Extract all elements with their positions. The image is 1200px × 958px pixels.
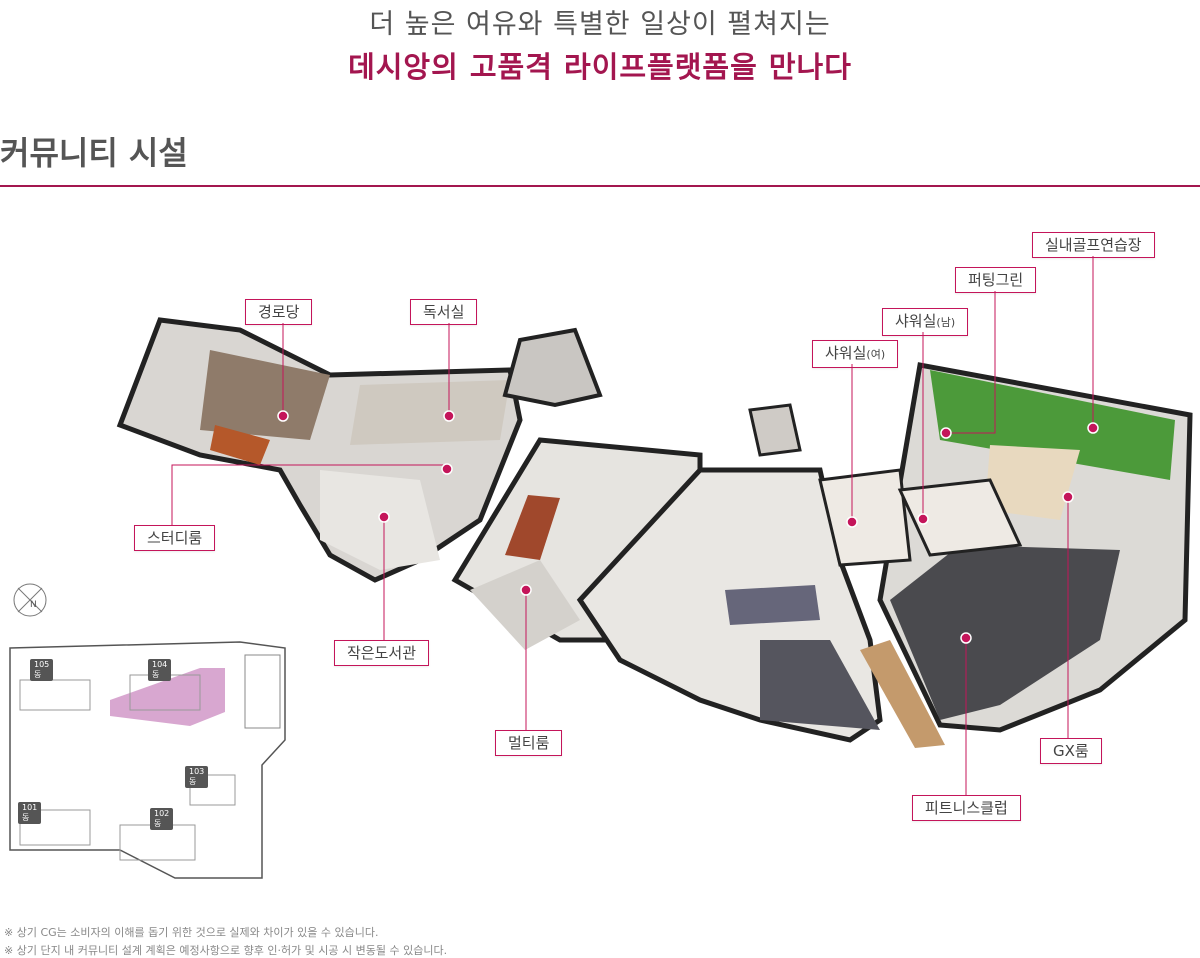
- label-shower-male-note: (남): [936, 316, 956, 329]
- disclaimer-2: ※ 상기 단지 내 커뮤니티 설계 계획은 예정사항으로 향후 인·허가 및 시…: [4, 944, 448, 957]
- label-indoor-golf: 실내골프연습장: [1032, 232, 1155, 258]
- building-tag-104: 104동: [148, 659, 172, 681]
- label-shower-female-text: 샤워실: [825, 344, 867, 362]
- compass-icon: [13, 583, 47, 617]
- label-putting-green: 퍼팅그린: [955, 267, 1037, 293]
- building-tag-101: 101동: [18, 802, 42, 824]
- building-tag-102: 102동: [150, 808, 174, 830]
- label-shower-female: 샤워실(여): [812, 340, 899, 368]
- label-small-library: 작은도서관: [334, 640, 430, 666]
- label-multi-room: 멀티룸: [495, 730, 563, 756]
- section-divider: [0, 185, 1200, 187]
- headline-line2: 데시앙의 고품격 라이프플랫폼을 만나다: [348, 50, 852, 84]
- building-tag-103: 103동: [185, 766, 209, 788]
- label-fitness-club: 피트니스클럽: [912, 795, 1021, 821]
- headline-line1: 더 높은 여유와 특별한 일상이 펼쳐지는: [369, 9, 831, 40]
- label-gx-room: GX룸: [1040, 738, 1102, 764]
- label-reading-room: 독서실: [410, 299, 478, 325]
- building-tag-105: 105동: [30, 659, 54, 681]
- label-shower-male-text: 샤워실: [895, 312, 937, 330]
- compass-label: N: [30, 600, 37, 610]
- label-shower-male: 샤워실(남): [882, 308, 969, 336]
- label-senior-center: 경로당: [245, 299, 313, 325]
- section-title: 커뮤니티 시설: [0, 134, 188, 172]
- label-study-room: 스터디룸: [134, 525, 216, 551]
- label-shower-female-note: (여): [866, 348, 886, 361]
- disclaimer-1: ※ 상기 CG는 소비자의 이해를 돕기 위한 것으로 실제와 차이가 있을 수…: [4, 926, 379, 939]
